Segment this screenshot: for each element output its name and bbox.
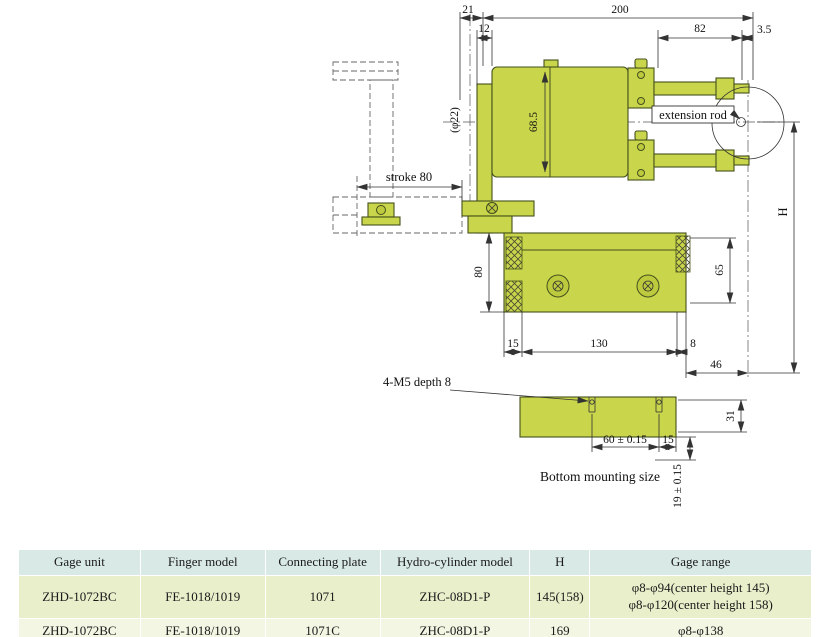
bracket-bar: [461, 200, 535, 217]
dim-15-left-label: 15: [507, 338, 519, 350]
col-header-gage-unit: Gage unit: [18, 549, 141, 576]
rod-end-circle: [736, 117, 746, 127]
dim-12-label: 12: [478, 23, 490, 35]
stroke-80-label: stroke 80: [386, 170, 432, 184]
lower-clamp-screw: [634, 130, 648, 141]
bottom-plate: [519, 396, 677, 438]
lower-rod: [653, 153, 719, 168]
slide-body: [503, 232, 687, 313]
cell-gage-range: φ8-φ94(center height 145) φ8-φ120(center…: [589, 574, 812, 619]
col-header-hydro-cylinder-model: Hydro-cylinder model: [379, 549, 531, 576]
guide-hatch-left-top: [505, 236, 523, 270]
socket-bolt-left: [546, 274, 570, 298]
cell-connecting-plate: 1071C: [264, 617, 381, 637]
bottom-mounting-caption: Bottom mounting size: [540, 469, 660, 484]
guide-hatch-left-bottom: [505, 280, 523, 313]
cell-finger-model: FE-1018/1019: [139, 574, 266, 619]
lower-coupling: [715, 149, 735, 172]
dim-80-label: 80: [473, 266, 485, 278]
dim-19-label: 19 ± 0.15: [672, 464, 684, 508]
extension-rod-label: extension rod: [659, 108, 727, 122]
bracket-lower: [467, 215, 513, 234]
lower-bolt-a: [637, 143, 645, 151]
cell-h: 169: [529, 617, 591, 637]
phantom-bracket-bolt: [376, 205, 386, 215]
cell-gage-range: φ8-φ138: [589, 617, 812, 637]
dim-60-label: 60 ± 0.15: [603, 434, 647, 446]
upper-bolt-b: [637, 97, 645, 105]
cylinder-stud: [543, 59, 559, 68]
dim-15-right-label: 15: [662, 434, 674, 446]
lower-tip: [733, 155, 750, 166]
dim-3-5-label: 3.5: [757, 24, 772, 36]
upper-clamp-screw: [634, 58, 648, 69]
cell-h: 145(158): [529, 574, 591, 619]
socket-bolt-right: [636, 274, 660, 298]
phantom-structure: [332, 61, 463, 234]
table-row: ZHD-1072BC FE-1018/1019 1071 ZHC-08D1-P …: [18, 574, 812, 619]
cell-hydro-cylinder-model: ZHC-08D1-P: [379, 574, 531, 619]
dimensions-bottom-view: 4-M5 depth 8 31 60 ± 0.15 15 19 ± 0.15 B…: [383, 375, 747, 508]
guide-hatch-right: [675, 235, 691, 273]
dimensions-top: 21 200 12 82 3.5: [459, 4, 772, 100]
technical-drawing: extension rod 21 200 12 82 3.5 (φ22): [332, 4, 800, 508]
m5-hole-right: [655, 397, 663, 413]
cell-hydro-cylinder-model: ZHC-08D1-P: [379, 617, 531, 637]
dimensions-middle: (φ22) 68.5 stroke 80 80 65 H: [356, 71, 800, 374]
dim-65-label: 65: [714, 264, 726, 276]
col-header-gage-range: Gage range: [589, 549, 812, 576]
m5-note-label: 4-M5 depth 8: [383, 375, 451, 389]
table-row: ZHD-1072BC FE-1018/1019 1071C ZHC-08D1-P…: [18, 617, 812, 637]
m5-hole-left: [588, 397, 596, 413]
dim-31-label: 31: [725, 410, 737, 422]
cell-gage-unit: ZHD-1072BC: [18, 617, 141, 637]
dim-200-label: 200: [611, 4, 629, 16]
dimensions-slide-bottom: 15 130 8 46: [503, 312, 749, 378]
cell-connecting-plate: 1071: [264, 574, 381, 619]
upper-bolt-a: [637, 71, 645, 79]
phantom-bracket-base: [361, 216, 401, 226]
dim-130-label: 130: [590, 338, 608, 350]
col-header-h: H: [529, 549, 591, 576]
extension-rod-callout: extension rod: [651, 105, 741, 124]
cylinder-body: [491, 66, 629, 178]
dim-8-label: 8: [690, 338, 696, 350]
dim-68-5-label: 68.5: [528, 112, 540, 132]
upper-coupling: [715, 77, 735, 100]
lower-bolt-b: [637, 169, 645, 177]
col-header-finger-model: Finger model: [139, 549, 266, 576]
spec-table: Gage unit Finger model Connecting plate …: [18, 549, 812, 637]
upper-tip: [733, 83, 750, 94]
cell-gage-unit: ZHD-1072BC: [18, 574, 141, 619]
dim-H-label: H: [776, 207, 790, 216]
cell-finger-model: FE-1018/1019: [139, 617, 266, 637]
header-row: Gage unit Finger model Connecting plate …: [18, 549, 812, 576]
col-header-connecting-plate: Connecting plate: [264, 549, 381, 576]
dim-46-label: 46: [710, 359, 722, 371]
dim-82-label: 82: [694, 23, 706, 35]
upper-rod: [653, 81, 719, 96]
phi22-label: (φ22): [449, 107, 461, 133]
machine-parts: [361, 58, 750, 438]
spec-table-container: Gage unit Finger model Connecting plate …: [18, 549, 812, 637]
dim-21-label: 21: [462, 4, 474, 16]
